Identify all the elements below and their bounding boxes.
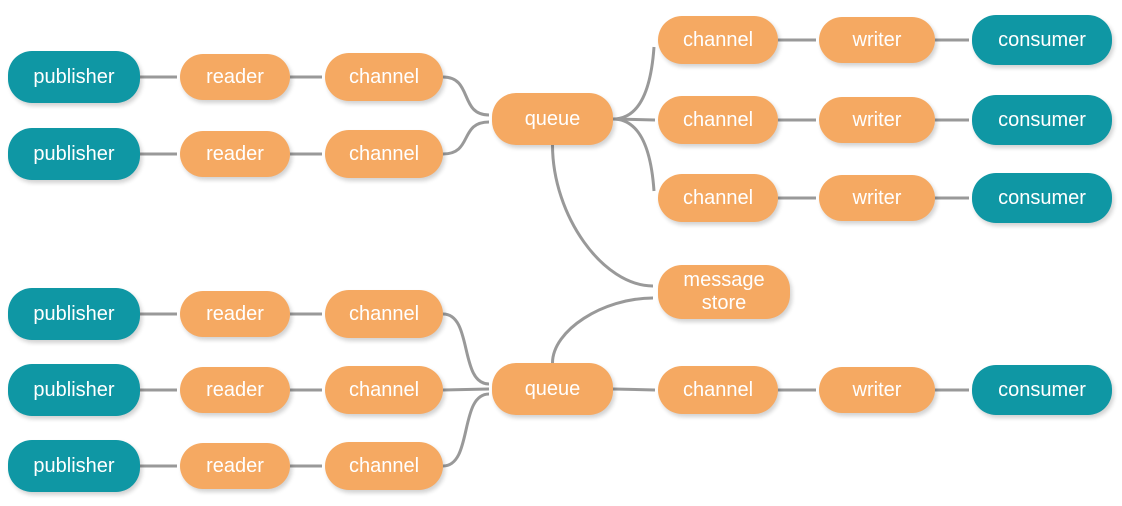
node-label: writer — [852, 28, 902, 51]
node-label: reader — [206, 142, 264, 165]
node-label: reader — [206, 65, 264, 88]
node-label: publisher — [33, 65, 115, 88]
edge-queue-top-msg-store — [551, 144, 654, 288]
node-label: writer — [852, 378, 902, 401]
node-label: channel — [348, 65, 420, 88]
queue-node: queue — [492, 363, 613, 415]
edge-queue-top-chn-r2 — [612, 117, 656, 122]
edge-chn-t2-queue-top — [442, 120, 490, 156]
channel-node: channel — [325, 53, 443, 101]
consumer-node: consumer — [972, 15, 1112, 65]
edge-chn-b3-queue-bot — [442, 392, 490, 468]
edge-queue-top-chn-r3 — [612, 117, 656, 192]
edge-queue-bot-chn-br — [612, 387, 656, 392]
node-label: consumer — [998, 28, 1086, 51]
node-label: channel — [682, 378, 754, 401]
publisher-node: publisher — [8, 128, 140, 180]
edge-chn-b1-queue-bot — [442, 312, 490, 386]
channel-node: channel — [658, 366, 778, 414]
channel-node: channel — [325, 442, 443, 490]
publisher-node: publisher — [8, 51, 140, 103]
node-label: queue — [524, 377, 581, 400]
reader-node: reader — [180, 367, 290, 413]
writer-node: writer — [819, 97, 935, 143]
channel-node: channel — [325, 290, 443, 338]
node-label: reader — [206, 302, 264, 325]
queue-node: queue — [492, 93, 613, 145]
edge-queue-bot-msg-store — [551, 296, 654, 364]
edge-chn-t1-queue-top — [442, 75, 490, 117]
consumer-node: consumer — [972, 365, 1112, 415]
edge-queue-top-chn-r1 — [612, 46, 656, 121]
node-label: writer — [852, 108, 902, 131]
node-label: channel — [348, 302, 420, 325]
node-label: channel — [682, 28, 754, 51]
node-label: channel — [682, 186, 754, 209]
publisher-node: publisher — [8, 440, 140, 492]
node-label: channel — [682, 108, 754, 131]
reader-node: reader — [180, 54, 290, 100]
reader-node: reader — [180, 291, 290, 337]
channel-node: channel — [325, 366, 443, 414]
channel-node: channel — [325, 130, 443, 178]
node-label: channel — [348, 378, 420, 401]
node-label: consumer — [998, 186, 1086, 209]
node-label: reader — [206, 378, 264, 401]
edge-chn-b2-queue-bot — [442, 387, 490, 392]
writer-node: writer — [819, 175, 935, 221]
node-label: consumer — [998, 378, 1086, 401]
publisher-node: publisher — [8, 288, 140, 340]
node-label: consumer — [998, 108, 1086, 131]
channel-node: channel — [658, 174, 778, 222]
channel-node: channel — [658, 16, 778, 64]
message-store-node: message store — [658, 265, 790, 319]
node-label: writer — [852, 186, 902, 209]
node-label: publisher — [33, 302, 115, 325]
writer-node: writer — [819, 17, 935, 63]
writer-node: writer — [819, 367, 935, 413]
node-label: reader — [206, 454, 264, 477]
node-label: publisher — [33, 142, 115, 165]
node-label: publisher — [33, 378, 115, 401]
node-label: channel — [348, 454, 420, 477]
node-label: message store — [683, 269, 765, 314]
reader-node: reader — [180, 131, 290, 177]
reader-node: reader — [180, 443, 290, 489]
node-label: queue — [524, 107, 581, 130]
publisher-node: publisher — [8, 364, 140, 416]
channel-node: channel — [658, 96, 778, 144]
consumer-node: consumer — [972, 173, 1112, 223]
node-label: channel — [348, 142, 420, 165]
node-label: publisher — [33, 454, 115, 477]
consumer-node: consumer — [972, 95, 1112, 145]
